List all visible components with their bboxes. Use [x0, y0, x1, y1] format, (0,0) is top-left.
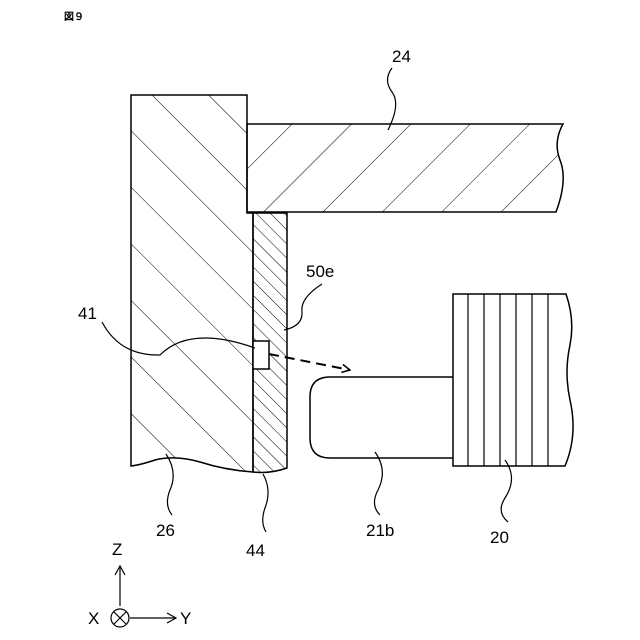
axis-label-y: Y: [180, 609, 191, 628]
part-26-wall: [131, 95, 253, 472]
axis-label-z: Z: [112, 540, 122, 559]
axis-label-x: X: [88, 609, 99, 628]
figure-number: 図９: [64, 11, 84, 23]
leader-20: [501, 460, 511, 522]
label-26: 26: [156, 521, 175, 540]
leader-26: [166, 454, 173, 515]
label-24: 24: [392, 47, 411, 66]
leader-24: [388, 68, 396, 130]
part-20-block: [453, 294, 573, 466]
label-41: 41: [78, 304, 97, 323]
leader-50e: [284, 284, 322, 330]
part-41-sensor: [253, 341, 269, 369]
label-20: 20: [490, 528, 509, 547]
label-44: 44: [246, 541, 265, 560]
part-24-beam: [247, 124, 563, 212]
leader-44: [263, 474, 268, 532]
label-50e: 50e: [306, 262, 334, 281]
part-21b-rod: [310, 377, 453, 458]
leader-21b: [374, 452, 382, 515]
x-axis-into-page-icon: [111, 609, 129, 627]
label-21b: 21b: [366, 521, 394, 540]
axes-indicator: Z Y X: [88, 540, 191, 628]
